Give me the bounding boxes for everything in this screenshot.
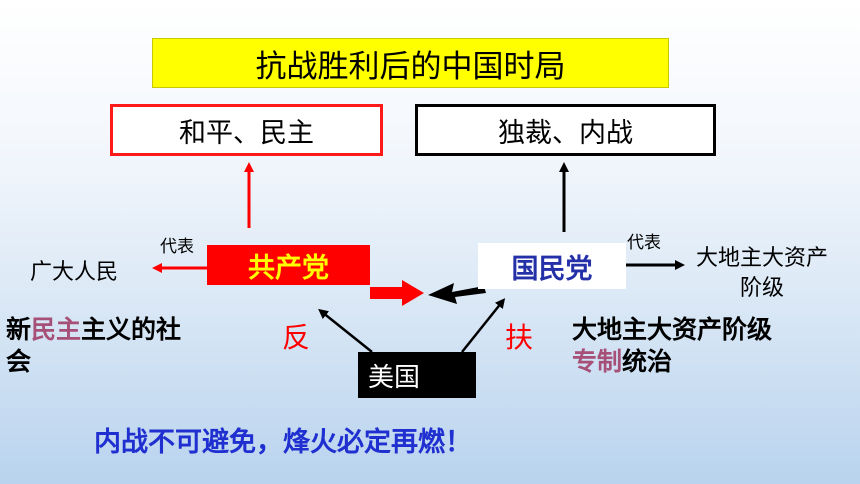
us-action-support: 扶 — [505, 321, 534, 354]
cpc-box: 共产党 — [207, 245, 370, 285]
outcome-landlord-rule: 大地主大资产阶级 专制统治 — [572, 314, 772, 378]
outcome-left-part1: 新 — [6, 315, 32, 344]
represent-label-left: 代表 — [160, 237, 194, 257]
represented-landlords: 大地主大资产 阶级 — [682, 244, 842, 304]
arrow-cpc-thick — [370, 280, 424, 306]
conclusion: 内战不可避免，烽火必定再燃！ — [94, 427, 472, 458]
represented-landlords-line1: 大地主大资产 — [695, 246, 828, 271]
outcome-left-part3: 主义的社 — [81, 315, 182, 344]
outcome-new-democracy: 新民主主义的社 会 — [6, 314, 181, 378]
kmt-box: 国民党 — [478, 243, 626, 289]
arrow-kmt-thick — [428, 283, 486, 304]
us-action-oppose: 反 — [282, 321, 311, 354]
outcome-right-line1: 大地主大资产阶级 — [572, 315, 773, 344]
represented-landlords-line2: 阶级 — [739, 276, 784, 301]
page-title: 抗战胜利后的中国时局 — [152, 38, 669, 88]
outcome-right-part1: 专制 — [572, 347, 623, 376]
goal-peace-democracy: 和平、民主 — [110, 104, 383, 156]
outcome-right-part2: 统治 — [622, 347, 673, 376]
arrow-usa-to-kmt — [461, 298, 506, 353]
represented-people: 广大人民 — [30, 260, 119, 285]
outcome-left-part2: 民主 — [31, 315, 82, 344]
outcome-left-line2: 会 — [6, 347, 32, 376]
usa-box: 美国 — [358, 352, 476, 398]
represent-label-right: 代表 — [627, 233, 661, 253]
goal-dictatorship-civil-war: 独裁、内战 — [415, 104, 716, 156]
arrow-usa-to-cpc — [318, 308, 373, 353]
